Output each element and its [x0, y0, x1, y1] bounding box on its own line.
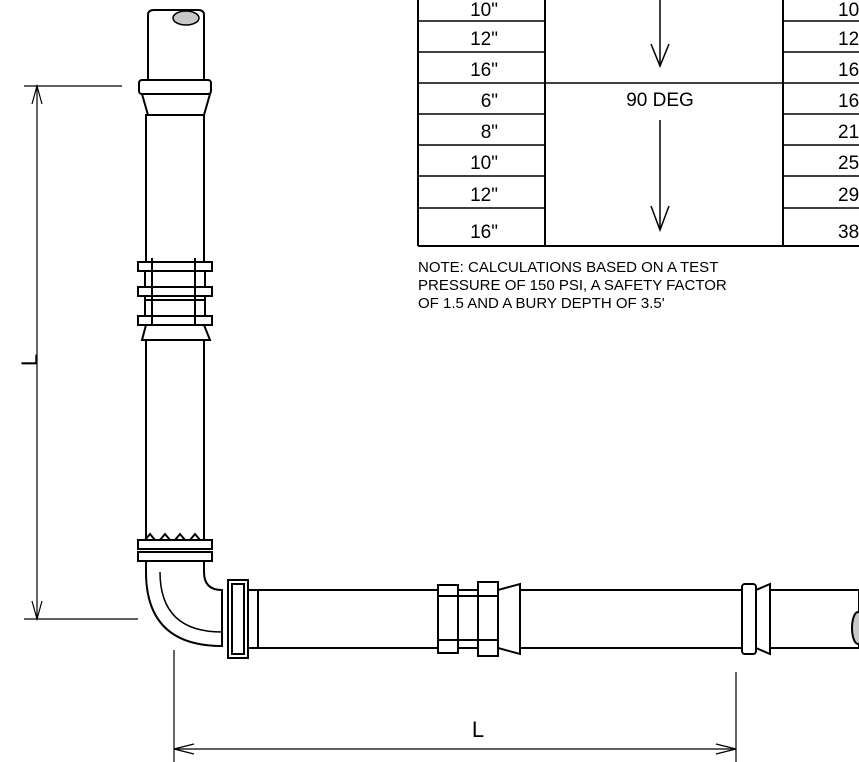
pipe-cut-end-icon [851, 611, 859, 645]
length-cell: 10 [838, 0, 859, 21]
length-cell: 21 [838, 122, 859, 143]
vertical-dimension [24, 83, 138, 622]
size-cell: 8" [481, 122, 498, 143]
horizontal-pipe [227, 579, 859, 659]
size-cell: 12" [470, 185, 498, 206]
restraint-length-table [417, 0, 859, 247]
length-cell: 12 [838, 29, 859, 50]
horizontal-dimension-label: L [472, 717, 484, 742]
length-cell: 29 [838, 185, 859, 206]
size-cell: 6" [481, 91, 498, 112]
note-line: PRESSURE OF 150 PSI, A SAFETY FACTOR [418, 277, 727, 294]
size-cell: 10" [470, 0, 498, 21]
length-cell: 16 [838, 91, 859, 112]
size-cell: 12" [470, 29, 498, 50]
length-cell: 25 [838, 153, 859, 174]
pipe-elbow-90 [145, 560, 223, 648]
length-cell: 16 [838, 60, 859, 81]
horizontal-dimension [173, 650, 737, 762]
note-line: NOTE: CALCULATIONS BASED ON A TEST [418, 259, 718, 276]
note-line: OF 1.5 AND A BURY DEPTH OF 3.5' [418, 295, 665, 312]
vertical-pipe [137, 9, 213, 562]
size-cell: 16" [470, 222, 498, 243]
pipe-cut-end-icon [172, 10, 200, 26]
size-cell: 10" [470, 153, 498, 174]
length-cell: 38 [838, 222, 859, 243]
size-cell: 16" [470, 60, 498, 81]
vertical-dimension-label: L [17, 354, 42, 366]
bend-angle-label: 90 DEG [626, 90, 694, 111]
table-text: 10" 12" 16" 6" 8" 10" 12" 16" 90 DEG 10 … [470, 0, 859, 243]
calculation-note: NOTE: CALCULATIONS BASED ON A TEST PRESS… [418, 259, 727, 312]
